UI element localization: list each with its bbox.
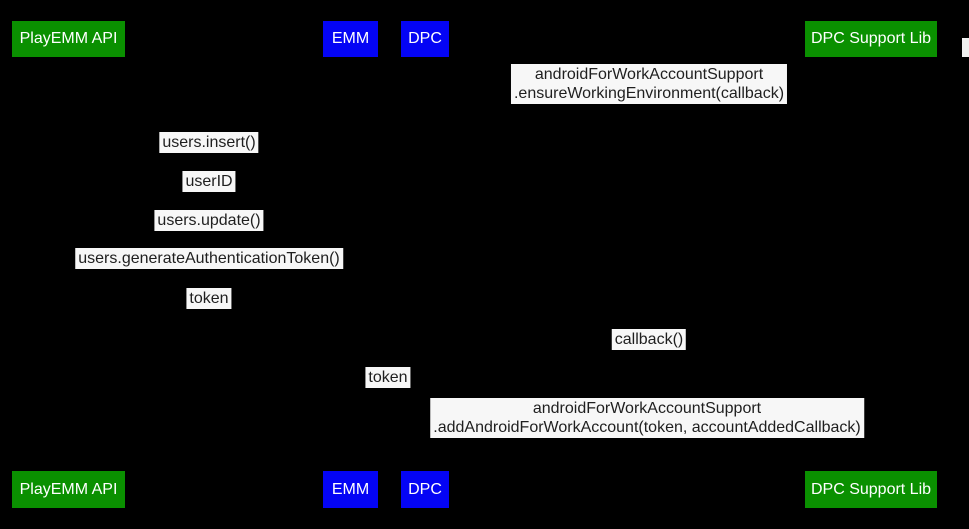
message-line: users.insert() (162, 134, 256, 151)
actor-dpc-support-lib-bottom: DPC Support Lib (805, 471, 937, 508)
actor-label: DPC Support Lib (810, 30, 932, 47)
message-line: callback() (614, 331, 684, 348)
message-line: .addAndroidForWorkAccount(token, account… (433, 419, 861, 436)
scrollbar-thumb[interactable] (962, 38, 969, 57)
actor-label: EMM (331, 30, 370, 47)
message-callback: callback() (611, 329, 687, 350)
actor-label: DPC Support Lib (810, 480, 932, 498)
message-line: androidForWorkAccountSupport (532, 400, 762, 417)
actor-label: PlayEMM API (19, 30, 118, 47)
actor-emm-bottom: EMM (323, 471, 378, 508)
actor-label: DPC (408, 480, 442, 498)
message-generate-authentication-token: users.generateAuthenticationToken() (75, 248, 343, 269)
message-line: users.update() (157, 212, 261, 229)
actor-dpc-support-lib-top: DPC Support Lib (805, 21, 937, 57)
actor-playemm-api-bottom: PlayEMM API (12, 471, 125, 508)
message-line: androidForWorkAccountSupport (534, 66, 764, 83)
message-line: .ensureWorkingEnvironment(callback) (513, 85, 785, 102)
message-line: users.generateAuthenticationToken() (78, 250, 340, 267)
message-users-update: users.update() (154, 210, 264, 231)
actor-playemm-api-top: PlayEMM API (12, 21, 125, 57)
message-line: token (189, 290, 229, 307)
actor-emm-top: EMM (323, 21, 378, 57)
message-ensure-working-environment: androidForWorkAccountSupport .ensureWork… (510, 64, 788, 104)
message-token-to-emm: token (186, 288, 232, 309)
message-line: token (368, 369, 408, 386)
actor-label: DPC (408, 30, 442, 47)
message-userid: userID (182, 171, 236, 192)
actor-dpc-top: DPC (401, 21, 449, 57)
actor-label: EMM (331, 480, 370, 498)
message-users-insert: users.insert() (159, 132, 259, 153)
actor-dpc-bottom: DPC (401, 471, 449, 508)
message-line: userID (185, 173, 233, 190)
message-token-to-dpc: token (365, 367, 411, 388)
actor-label: PlayEMM API (19, 480, 118, 498)
message-add-android-for-work-account: androidForWorkAccountSupport .addAndroid… (430, 398, 864, 438)
